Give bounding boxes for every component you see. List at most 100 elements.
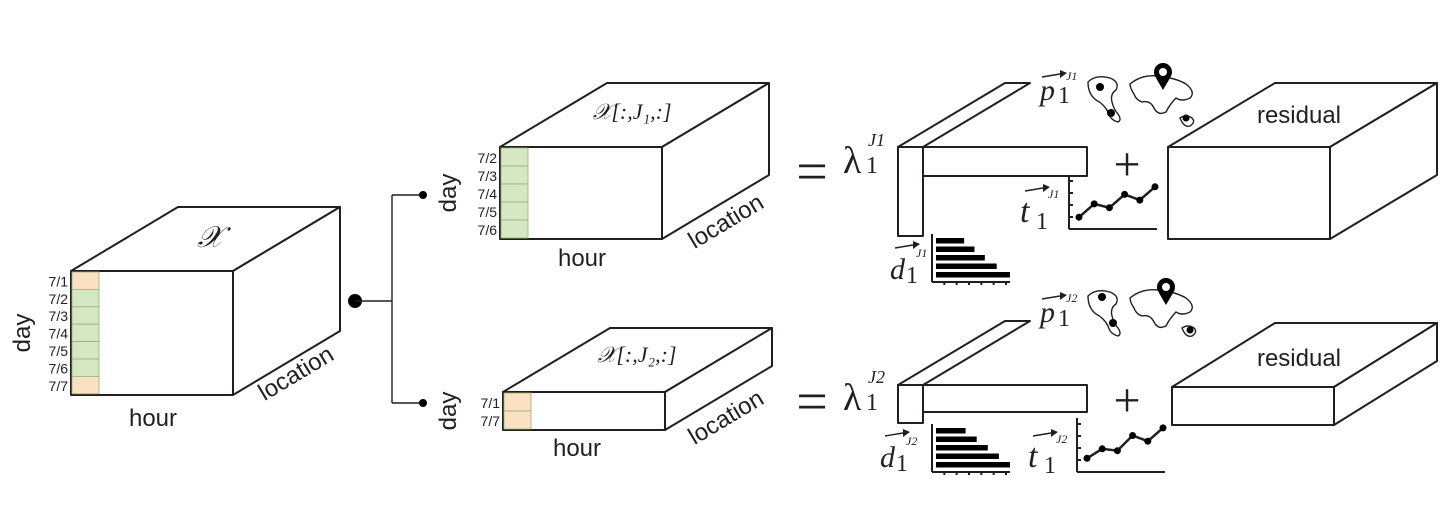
top-subtensor-day-cell bbox=[500, 219, 529, 239]
full-tensor-day-cell bbox=[71, 341, 100, 360]
top-subtensor-day-cell bbox=[500, 201, 529, 221]
bottom-trend-point bbox=[1144, 437, 1152, 445]
bottom-day-factor-plot bbox=[931, 424, 1010, 475]
branch-connector bbox=[348, 191, 427, 407]
top-lambda-sup: J1 bbox=[868, 130, 885, 150]
full-tensor-day-label: 7/1 bbox=[49, 273, 69, 289]
full-tensor-day-label: 7/5 bbox=[49, 343, 69, 359]
bottom-day-factor-bar bbox=[897, 384, 924, 424]
bottom-bar bbox=[936, 462, 1010, 468]
top-t-sup: J1 bbox=[1048, 187, 1059, 201]
bottom-subtensor-day-cell bbox=[503, 392, 532, 412]
bottom-trend-point bbox=[1159, 424, 1167, 432]
top-t-sub: 1 bbox=[1036, 209, 1048, 235]
top-subtensor: 7/27/37/47/57/6 𝒳[:,J₁,:] day hour locat… bbox=[435, 82, 770, 272]
full-tensor-day-label: 7/7 bbox=[49, 378, 69, 394]
bottom-residual-front-face bbox=[1171, 386, 1335, 426]
top-bar bbox=[936, 238, 965, 244]
bottom-subtensor-day-cell bbox=[503, 410, 532, 430]
bottom-p-vector: p bbox=[1038, 296, 1055, 329]
bottom-p-arrow bbox=[1041, 295, 1061, 300]
top-p-vector: p bbox=[1038, 74, 1055, 107]
top-residual-label: residual bbox=[1257, 102, 1341, 129]
bottom-d-arrow bbox=[884, 432, 904, 437]
bottom-bar bbox=[936, 436, 977, 442]
top-bar bbox=[936, 255, 985, 261]
bottom-time-factor-plot bbox=[1076, 418, 1167, 473]
top-day-factor-plot bbox=[931, 234, 1010, 285]
bottom-hour-factor-bar bbox=[922, 384, 1088, 413]
top-trend-point bbox=[1105, 204, 1113, 212]
top-d-arrow bbox=[894, 244, 914, 249]
bottom-equals: = bbox=[796, 371, 828, 433]
full-tensor-hour-axis: hour bbox=[129, 405, 177, 432]
full-tensor-day-cell bbox=[71, 323, 100, 343]
full-tensor-day-cell bbox=[71, 358, 100, 377]
top-d-arrow-head bbox=[913, 241, 920, 249]
bottom-subtensor: 7/17/7 𝒳[:,J₂,:] day hour location bbox=[435, 327, 773, 462]
bottom-subtensor-label: 𝒳[:,J₂,:] bbox=[597, 342, 676, 367]
bottom-decomposition: = λ 1 J2 p 1 J2 + t 1 J2 bbox=[796, 278, 1438, 479]
bottom-world-map-icon bbox=[1087, 288, 1197, 338]
full-tensor-day-label: 7/4 bbox=[49, 326, 69, 342]
bottom-subtensor-day-axis: day bbox=[435, 392, 462, 431]
top-trend-point bbox=[1151, 183, 1159, 191]
bottom-trend-point bbox=[1129, 432, 1137, 439]
bottom-p-arrow-head bbox=[1060, 292, 1067, 300]
full-tensor-day-axis: day bbox=[9, 314, 36, 353]
top-subtensor-hour-axis: hour bbox=[558, 245, 606, 272]
bottom-plus: + bbox=[1113, 374, 1140, 427]
full-tensor-day-label: 7/2 bbox=[49, 291, 69, 307]
bottom-lambda-sub: 1 bbox=[866, 390, 878, 416]
top-bar bbox=[936, 263, 997, 269]
top-world-map-icon bbox=[1087, 74, 1195, 128]
top-map-pin-icon-large bbox=[1154, 63, 1172, 90]
top-subtensor-day-label: 7/4 bbox=[478, 186, 498, 202]
top-t-arrow-head bbox=[1043, 184, 1050, 192]
bottom-p-sub: 1 bbox=[1058, 306, 1070, 332]
top-t-arrow bbox=[1024, 187, 1044, 192]
bottom-trend-point bbox=[1098, 445, 1106, 453]
top-subtensor-day-cell bbox=[500, 147, 529, 167]
top-time-factor-plot bbox=[1068, 175, 1159, 230]
bottom-bar bbox=[936, 445, 988, 451]
top-d-vector: d bbox=[890, 253, 906, 286]
top-location-factor-bar bbox=[897, 82, 1031, 148]
top-p-sub: 1 bbox=[1058, 83, 1070, 109]
top-decomposition: = λ 1 J1 p 1 J1 + bbox=[796, 63, 1438, 289]
top-lambda: λ bbox=[843, 140, 862, 182]
bottom-bar bbox=[936, 453, 999, 459]
top-subtensor-day-cells: 7/27/37/47/57/6 bbox=[478, 147, 529, 239]
top-subtensor-day-label: 7/5 bbox=[478, 204, 498, 220]
full-tensor-day-label: 7/3 bbox=[49, 308, 69, 324]
bottom-t-vector: t bbox=[1028, 438, 1039, 475]
bottom-bar bbox=[936, 428, 966, 434]
top-d-sup: J1 bbox=[916, 246, 927, 260]
full-tensor: 7/17/27/37/47/57/67/7 𝒳 day hour locatio… bbox=[9, 206, 341, 432]
bottom-subtensor-day-cells: 7/17/7 bbox=[481, 392, 532, 430]
full-tensor-day-cell bbox=[71, 375, 100, 395]
bottom-residual-label: residual bbox=[1257, 345, 1341, 372]
bottom-trend-line bbox=[1086, 426, 1164, 460]
top-subtensor-label: 𝒳[:,J₁,:] bbox=[592, 99, 671, 124]
bottom-lambda: λ bbox=[843, 377, 862, 419]
top-trend-point bbox=[1136, 196, 1144, 204]
top-lambda-sub: 1 bbox=[866, 153, 878, 179]
top-subtensor-day-label: 7/3 bbox=[478, 168, 498, 184]
branch-bottom-dot bbox=[419, 399, 427, 407]
full-tensor-day-label: 7/6 bbox=[49, 360, 69, 376]
top-subtensor-day-cell bbox=[500, 165, 529, 185]
top-t-vector: t bbox=[1020, 193, 1031, 230]
top-d-sub: 1 bbox=[906, 263, 918, 289]
top-bar bbox=[936, 272, 1010, 278]
bottom-subtensor-day-label: 7/7 bbox=[481, 413, 501, 429]
bottom-subtensor-hour-axis: hour bbox=[553, 435, 601, 462]
top-plus: + bbox=[1113, 138, 1140, 191]
bottom-location-factor-bar bbox=[897, 320, 1031, 386]
bottom-t-sub: 1 bbox=[1044, 453, 1056, 479]
top-subtensor-day-axis: day bbox=[435, 174, 462, 213]
top-hour-factor-bar bbox=[922, 146, 1088, 177]
top-subtensor-day-label: 7/6 bbox=[478, 222, 498, 238]
